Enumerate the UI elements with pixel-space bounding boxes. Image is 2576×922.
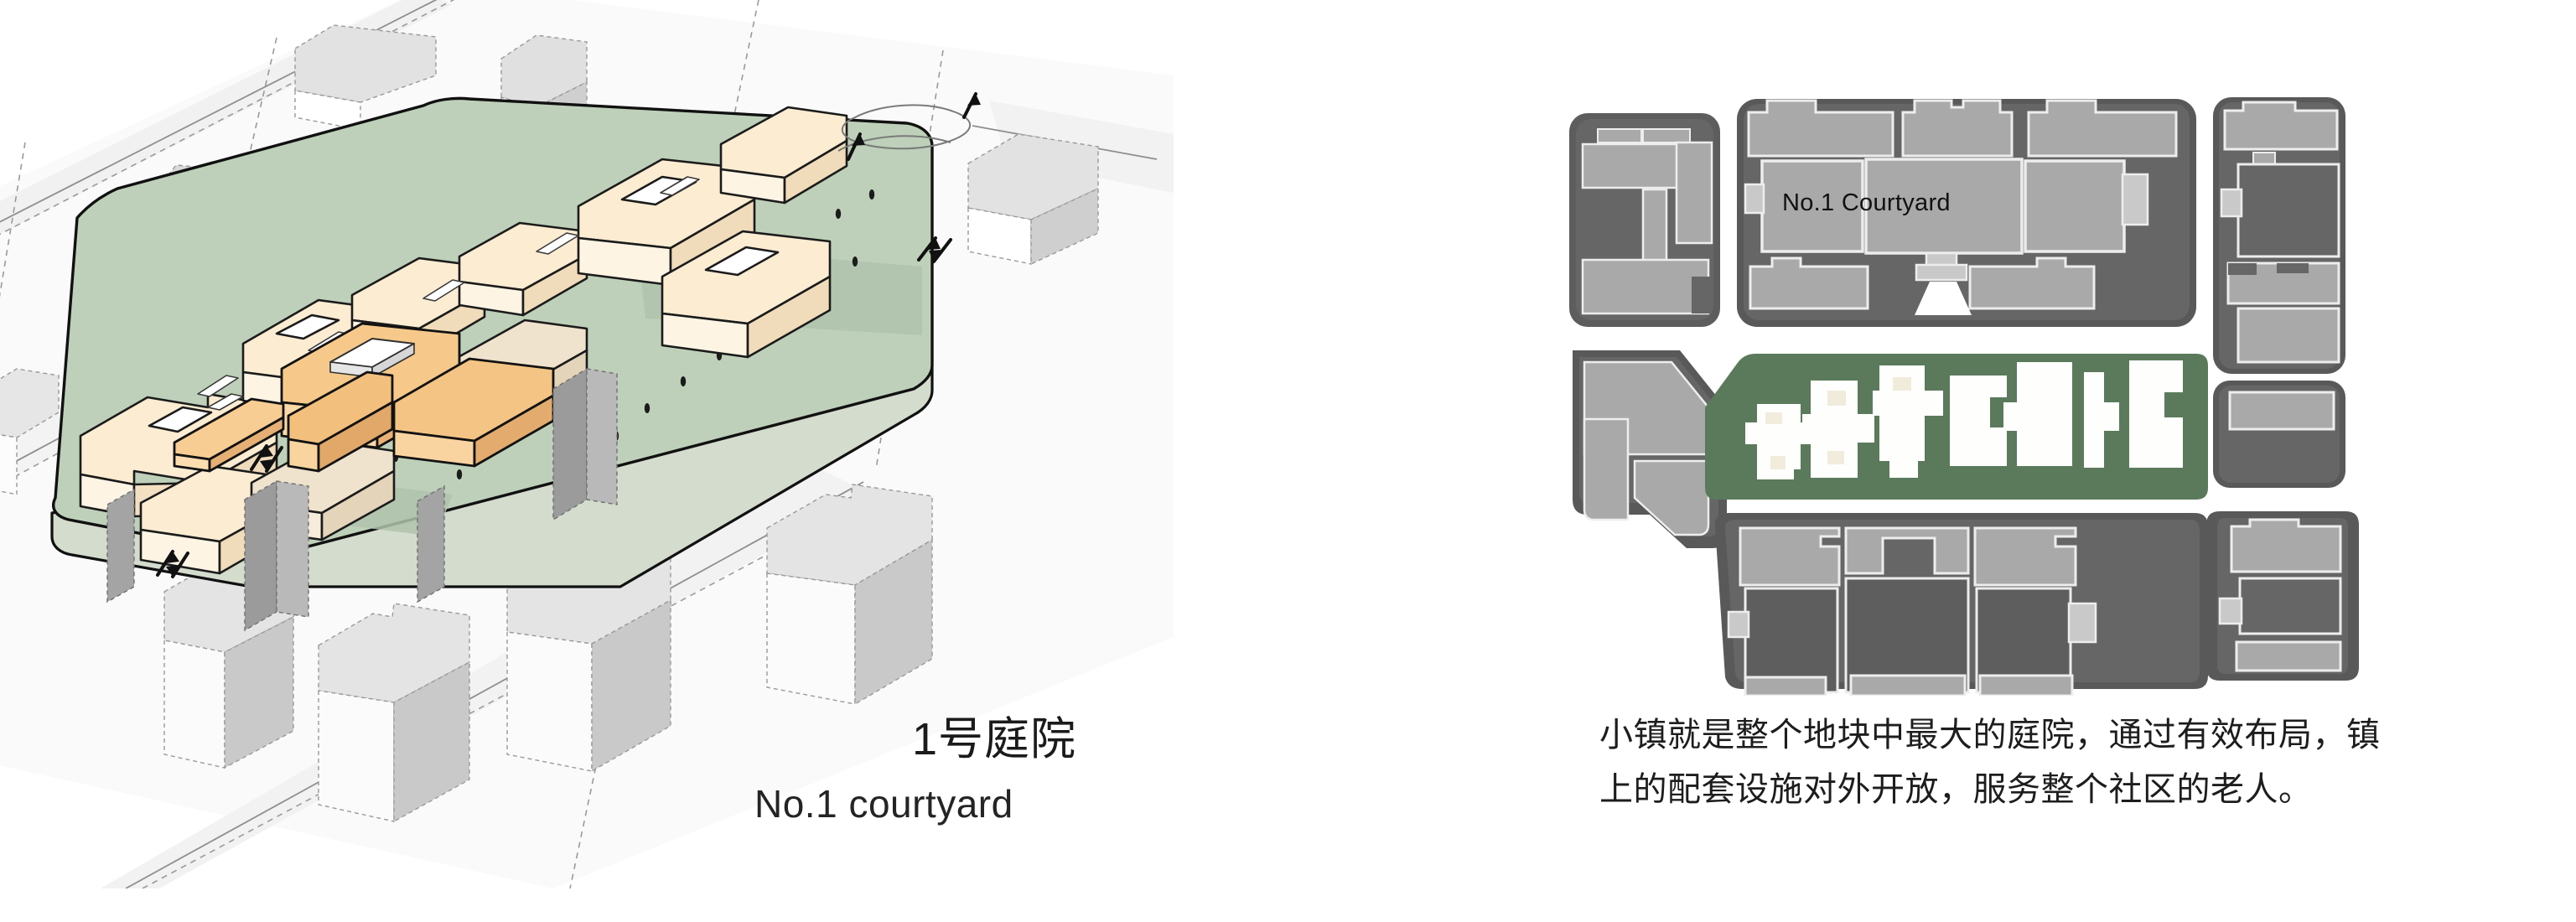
block-south-main	[1714, 513, 2208, 696]
caption-block: 小镇就是整个地块中最大的庭院，通过有效布局，镇 上的配套设施对外开放，服务整个社…	[1599, 708, 2454, 817]
axon-title-en: No.1 courtyard	[754, 782, 1013, 826]
axon-title-cn: 1号庭院	[912, 714, 1077, 764]
caption-line-1: 小镇就是整个地块中最大的庭院，通过有效布局，镇	[1599, 717, 2381, 754]
block-north-main	[1737, 99, 2196, 327]
block-southeast	[2206, 511, 2359, 681]
block-northwest	[1569, 113, 1720, 327]
courtyard-building-footprints	[1745, 360, 2183, 479]
tower-volumes	[106, 367, 618, 632]
block-east-upper	[2213, 381, 2345, 488]
axonometric-diagram: 1号庭院 No.1 courtyard	[0, 0, 1174, 922]
axon-title-cn-wrap: 1号庭院	[912, 717, 1076, 762]
site-plan-drawing	[1569, 97, 2359, 696]
block-northeast	[2213, 97, 2345, 374]
axonometric-drawing	[0, 0, 1174, 888]
site-plan-diagram: No.1 Courtyard	[1551, 25, 2448, 696]
caption-line-2: 上的配套设施对外开放，服务整个社区的老人。	[1599, 770, 2313, 808]
axon-title-en-wrap: No.1 courtyard	[754, 778, 1013, 823]
site-plan-courtyard-label: No.1 Courtyard	[1782, 189, 1951, 216]
block-west-lower	[1573, 350, 1727, 548]
dropoff-loop-road	[837, 104, 972, 152]
community-facility-buildings	[173, 322, 555, 473]
circulation-arrows	[156, 92, 981, 578]
courtyard-green-area	[1705, 354, 2208, 500]
